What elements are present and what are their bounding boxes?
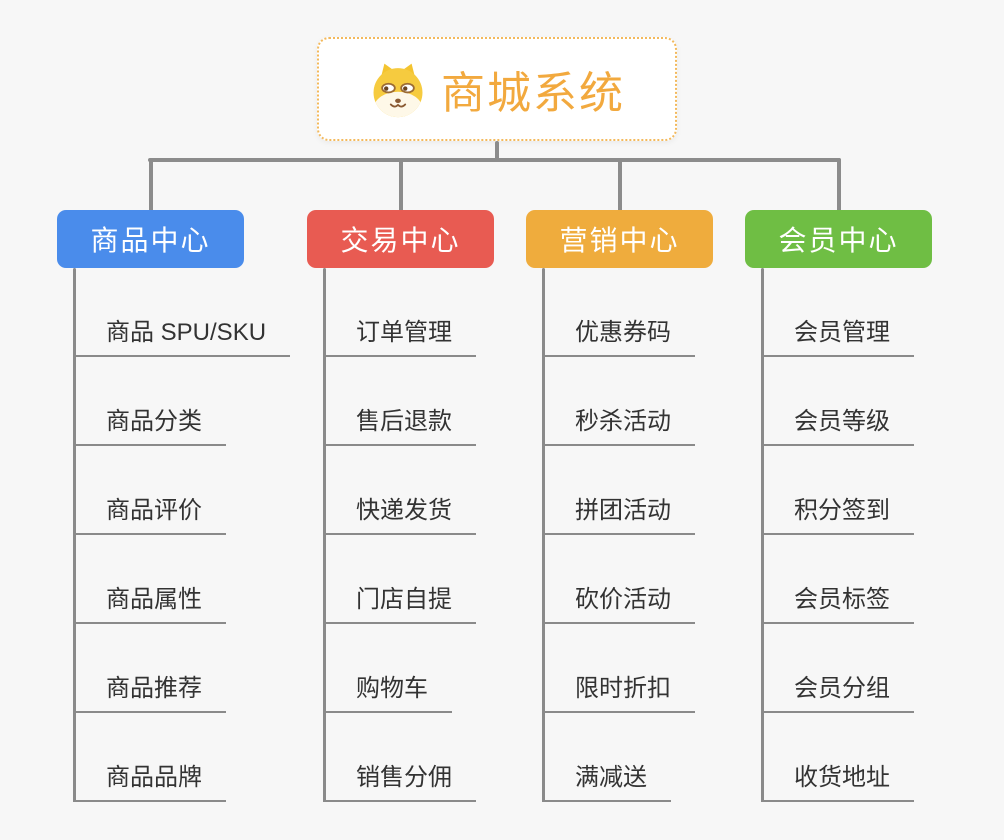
connector-drop-line-2 <box>398 158 403 212</box>
branch-node-label: 交易中心 <box>340 225 461 256</box>
leaf-node[interactable]: 优惠券码 <box>542 317 695 357</box>
leaf-node[interactable]: 商品品牌 <box>73 762 226 802</box>
leaf-node[interactable]: 会员管理 <box>761 317 914 357</box>
root-node[interactable]: 商城系统 <box>317 37 677 141</box>
leaf-node[interactable]: 商品属性 <box>73 584 226 624</box>
leaf-node[interactable]: 限时折扣 <box>542 673 695 713</box>
leaf-node[interactable]: 收货地址 <box>761 762 914 802</box>
branch-node-label: 会员中心 <box>778 225 899 256</box>
branch-node-4[interactable]: 会员中心 <box>745 210 932 268</box>
branch-trunk-line-4 <box>761 268 764 802</box>
leaf-node[interactable]: 拼团活动 <box>542 495 695 535</box>
leaf-node[interactable]: 售后退款 <box>323 406 476 446</box>
leaf-node[interactable]: 商品推荐 <box>73 673 226 713</box>
root-node-label: 商城系统 <box>441 69 625 118</box>
branch-trunk-line-1 <box>73 268 76 802</box>
branch-trunk-line-3 <box>542 268 545 802</box>
branch-node-3[interactable]: 营销中心 <box>526 210 713 268</box>
leaf-node[interactable]: 购物车 <box>323 673 452 713</box>
leaf-node[interactable]: 商品分类 <box>73 406 226 446</box>
leaf-node[interactable]: 商品评价 <box>73 495 226 535</box>
branch-node-1[interactable]: 商品中心 <box>57 210 244 268</box>
connector-stem-line <box>495 141 499 161</box>
leaf-node[interactable]: 门店自提 <box>323 584 476 624</box>
branch-trunk-line-2 <box>323 268 326 802</box>
connector-drop-line-4 <box>836 158 841 212</box>
leaf-node[interactable]: 秒杀活动 <box>542 406 695 446</box>
leaf-node[interactable]: 会员标签 <box>761 584 914 624</box>
leaf-node[interactable]: 积分签到 <box>761 495 914 535</box>
leaf-node[interactable]: 会员分组 <box>761 673 914 713</box>
branch-node-2[interactable]: 交易中心 <box>307 210 494 268</box>
leaf-node[interactable]: 订单管理 <box>323 317 476 357</box>
connector-drop-line-1 <box>148 158 153 212</box>
leaf-node[interactable]: 会员等级 <box>761 406 914 446</box>
leaf-node[interactable]: 满减送 <box>542 762 671 802</box>
branch-node-label: 商品中心 <box>90 225 211 256</box>
leaf-node[interactable]: 砍价活动 <box>542 584 695 624</box>
shiba-dog-icon <box>373 63 423 118</box>
leaf-node[interactable]: 商品 SPU/SKU <box>73 317 291 357</box>
branch-node-label: 营销中心 <box>559 225 680 256</box>
connector-drop-line-3 <box>617 158 622 212</box>
connector-horizontal-line <box>148 158 841 162</box>
leaf-node[interactable]: 快递发货 <box>323 495 476 535</box>
leaf-node[interactable]: 销售分佣 <box>323 762 476 802</box>
